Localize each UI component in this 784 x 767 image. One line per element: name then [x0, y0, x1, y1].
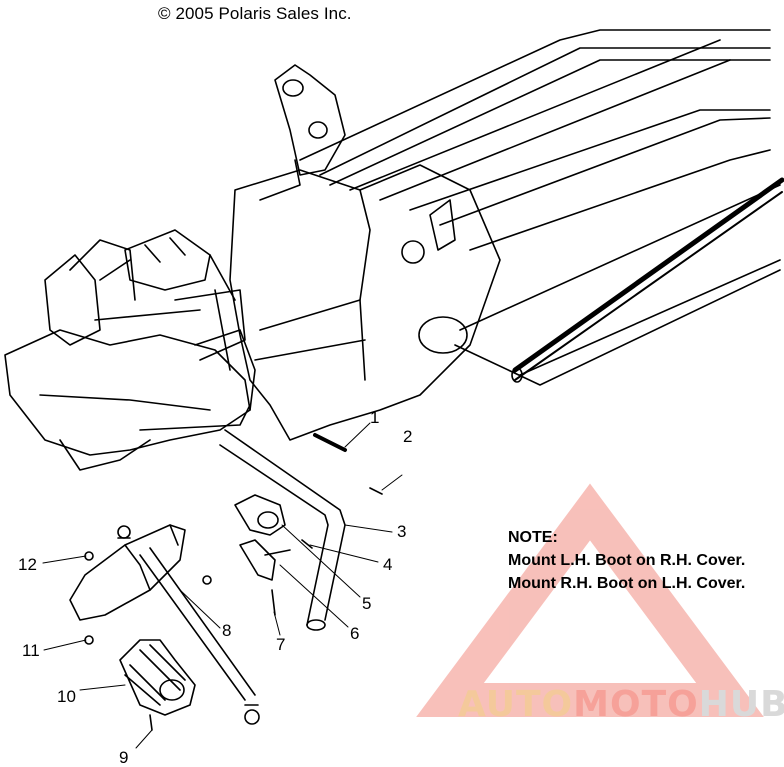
watermark-triangle-logo	[416, 483, 764, 717]
callout-5: 5	[362, 594, 372, 613]
callout-7: 7	[276, 635, 286, 654]
note-line-1: Mount L.H. Boot on R.H. Cover.	[508, 552, 746, 569]
watermark-part-3: HUB	[698, 684, 784, 725]
callout-9: 9	[119, 748, 129, 767]
note-heading: NOTE:	[508, 529, 558, 546]
upper-tower	[259, 64, 346, 201]
clamp-6	[239, 539, 291, 581]
front-frame	[4, 229, 256, 471]
copyright-text: © 2005 Polaris Sales Inc.	[158, 4, 352, 23]
running-board-rod	[511, 177, 784, 383]
watermark-text: AUTOMOTOHUB	[458, 684, 784, 725]
leader-lines	[42, 422, 403, 749]
bulkhead-plate	[229, 164, 501, 441]
boot-cover-bracket	[69, 524, 186, 621]
callout-3: 3	[397, 522, 407, 541]
callout-8: 8	[222, 621, 232, 640]
steering-rod	[139, 547, 260, 725]
rubber-boot	[119, 639, 196, 716]
tunnel-top	[299, 29, 771, 251]
callout-6: 6	[350, 624, 360, 643]
assembly-note: NOTE: Mount L.H. Boot on R.H. Cover. Mou…	[508, 526, 745, 595]
hardware-pieces	[84, 487, 383, 731]
watermark-part-2: MOTO	[573, 684, 699, 725]
bolt-1	[313, 433, 347, 452]
callout-4: 4	[383, 555, 393, 574]
callout-10: 10	[57, 687, 76, 706]
hose-tube	[219, 429, 346, 631]
callout-1: 1	[370, 408, 380, 427]
callout-2: 2	[403, 427, 413, 446]
watermark-part-1: AUTO	[458, 684, 574, 725]
tunnel-side-panel	[454, 184, 781, 386]
note-line-2: Mount R.H. Boot on L.H. Cover.	[508, 575, 746, 592]
callout-12: 12	[18, 555, 37, 574]
callout-11: 11	[22, 641, 40, 660]
clamp-5	[234, 494, 286, 536]
